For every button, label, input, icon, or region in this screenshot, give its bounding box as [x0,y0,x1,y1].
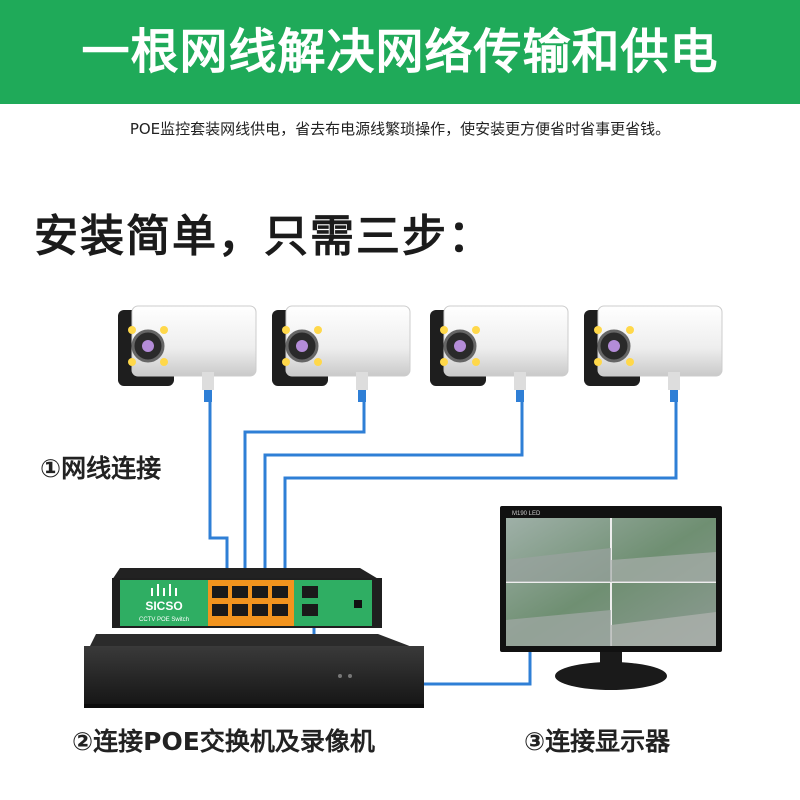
nvr-recorder [84,634,424,708]
step-1-label: ①网线连接 [40,454,162,483]
camera-3 [430,305,569,402]
camera-2 [272,305,411,402]
network-cables [208,402,678,686]
switch-model: CCTV POE Switch [139,617,189,623]
step-3-label: ③连接显示器 [524,727,671,756]
header-banner: 一根网线解决网络传输和供电 [0,0,800,104]
monitor-brand: M190 LED [512,511,541,517]
banner-title: 一根网线解决网络传输和供电 [81,24,719,80]
subtitle: POE监控套装网线供电，省去布电源线繁琐操作，使安装更方便省时省事更省钱。 [129,120,671,138]
camera-1 [118,305,257,402]
switch-brand: SICSO [145,599,182,613]
camera-4 [584,305,723,402]
monitor: M190 LED [500,506,722,690]
steps-heading: 安装简单，只需三步： [34,211,494,262]
poe-switch: SICSO CCTV POE Switch [112,568,382,628]
step-2-label: ②连接POE交换机及录像机 [72,727,375,756]
